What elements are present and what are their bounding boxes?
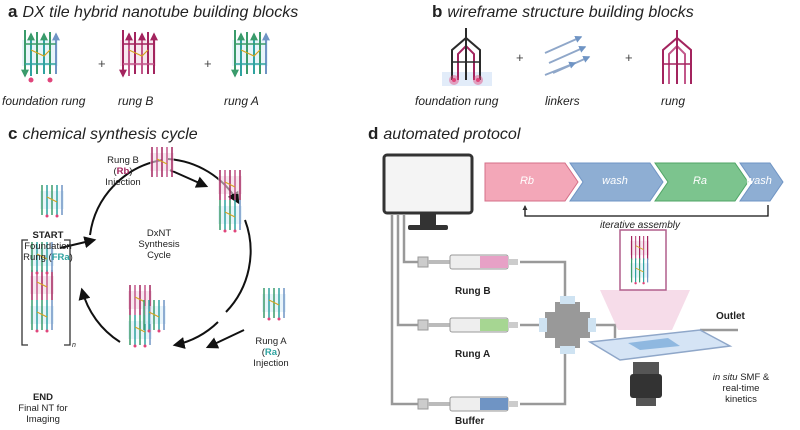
step-wash-2: wash — [746, 175, 772, 187]
end-bracket — [21, 239, 71, 346]
cycle-circle — [59, 158, 252, 349]
panel-a-rungA-tile — [232, 30, 268, 76]
panel-a-item-rungA: rung A — [224, 94, 259, 108]
cycle-start-tile — [39, 184, 65, 219]
iterative-arrow — [522, 204, 769, 217]
start-code: FRa — [51, 252, 70, 263]
rungA-name: Rung A — [255, 336, 287, 347]
panel-a-item-rungB: rung B — [118, 94, 154, 108]
panel-a-rungB-tile — [120, 30, 156, 76]
panel-b-item-rung: rung — [661, 94, 686, 108]
syringe-b-label: Rung B — [455, 286, 491, 297]
start-line2: Rung — [23, 252, 46, 263]
plus-sign: + — [204, 56, 212, 71]
rungB-name: Rung B — [107, 155, 139, 166]
cycle-line1: DxNT — [146, 228, 172, 239]
end-label: END Final NT for Imaging — [12, 392, 74, 425]
panel-b-item-foundation: foundation rung — [415, 94, 499, 108]
syringe-buffer-label: Buffer — [455, 416, 485, 427]
start-line1: Foundation — [24, 241, 72, 252]
end-word: END — [32, 392, 54, 403]
syringe-a — [417, 317, 518, 333]
syringe-b — [417, 254, 518, 270]
rungA-injection: Injection — [253, 358, 289, 369]
end-line2: Imaging — [26, 414, 60, 425]
cycle-injectB-tile — [149, 146, 175, 178]
panel-c-title-text: chemical synthesis cycle — [22, 126, 198, 143]
insitu-rest: SMF & — [737, 372, 770, 383]
step-rb: Rb — [519, 175, 535, 187]
panel-b-title-text: wireframe structure building blocks — [447, 4, 694, 21]
panel-b-item-linkers: linkers — [545, 94, 580, 108]
rungB-injection: Injection — [105, 177, 141, 188]
end-line1: Final NT for — [18, 403, 68, 414]
panel-b-linkers — [544, 36, 591, 76]
plus-sign: + — [625, 50, 633, 65]
panel-a-title-text: DX tile hybrid nanotube building blocks — [22, 4, 299, 21]
cycle-injectA-tile — [261, 287, 287, 322]
rungA-injection-label: Rung A (Ra) Injection — [253, 336, 289, 369]
panel-a-letter: a — [8, 2, 18, 21]
rungA-code: Ra — [264, 347, 278, 358]
bracket-subscript: n — [72, 342, 76, 349]
panel-b-rung — [662, 30, 692, 84]
panel-d-letter: d — [368, 124, 379, 143]
rungB-code: Rb — [116, 166, 130, 177]
rungB-injection-label: Rung B (Rb) Injection — [105, 155, 141, 188]
flow-cell — [587, 290, 733, 361]
insitu-line2: real-time — [722, 383, 760, 394]
panel-c-letter: c — [8, 124, 18, 143]
panel-a-item-foundation: foundation rung — [2, 94, 86, 108]
microscope-objective — [630, 362, 662, 406]
insitu-italic: in situ — [712, 372, 738, 383]
cross-connector — [539, 296, 596, 354]
syringe-buffer — [417, 396, 518, 412]
cycle-bottom-stack — [127, 284, 167, 349]
cycle-line3: Cycle — [147, 250, 171, 261]
start-word: START — [32, 230, 64, 241]
monitor — [382, 153, 474, 230]
plus-sign: + — [98, 56, 106, 71]
outlet-label: Outlet — [716, 311, 745, 322]
step-wash-1: wash — [602, 175, 628, 187]
insitu-label: in situ SMF & real-time kinetics — [705, 372, 777, 405]
panel-b-foundation-rung — [442, 28, 492, 86]
iterative-assembly-label: iterative assembly — [600, 220, 681, 231]
step-chevrons — [484, 162, 784, 202]
cycle-center-label: DxNT Synthesis Cycle — [134, 228, 184, 261]
step-ra: Ra — [692, 175, 708, 187]
plus-sign: + — [516, 50, 524, 65]
panel-b-letter: b — [432, 2, 443, 21]
panel-a-foundation-tile — [22, 30, 58, 83]
insitu-line3: kinetics — [725, 394, 757, 405]
panel-d-title-text: automated protocol — [383, 126, 521, 143]
syringe-a-label: Rung A — [455, 349, 491, 360]
cycle-line2: Synthesis — [138, 239, 180, 250]
tubing — [390, 215, 738, 406]
zoom-inset — [619, 229, 667, 291]
start-label: START Foundation Rung (FRa) — [23, 230, 73, 263]
